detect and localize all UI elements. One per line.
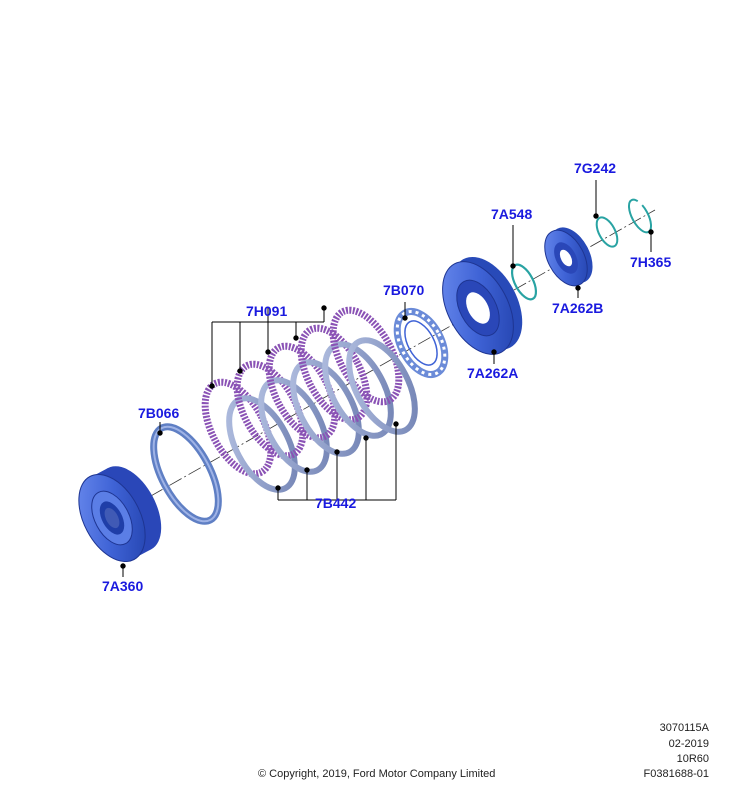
label-7a360: 7A360	[102, 578, 143, 594]
label-7b070: 7B070	[383, 282, 424, 298]
label-7a262a: 7A262A	[467, 365, 518, 381]
label-7b066: 7B066	[138, 405, 179, 421]
label-7h365: 7H365	[630, 254, 671, 270]
footer-copyright: © Copyright, 2019, Ford Motor Company Li…	[258, 768, 496, 780]
leader-lines	[120, 180, 654, 577]
footer-code: 3070115A	[659, 722, 709, 734]
footer-date: 02-2019	[668, 738, 709, 750]
part-7b066-plate	[150, 423, 222, 525]
center-axis	[111, 209, 656, 519]
part-7a360-hub	[78, 466, 162, 563]
clutch-pack	[201, 306, 418, 493]
part-7a262b-piston	[544, 227, 593, 287]
label-7h091: 7H091	[246, 303, 287, 319]
label-7g242: 7G242	[574, 160, 616, 176]
footer-model: 10R60	[676, 753, 709, 765]
part-7g242-seal	[595, 216, 619, 248]
part-7a262a-piston	[442, 256, 523, 355]
footer-ref: F0381688-01	[643, 768, 709, 780]
label-7b442: 7B442	[315, 495, 356, 511]
label-7a262b: 7A262B	[552, 300, 603, 316]
label-7a548: 7A548	[491, 206, 532, 222]
